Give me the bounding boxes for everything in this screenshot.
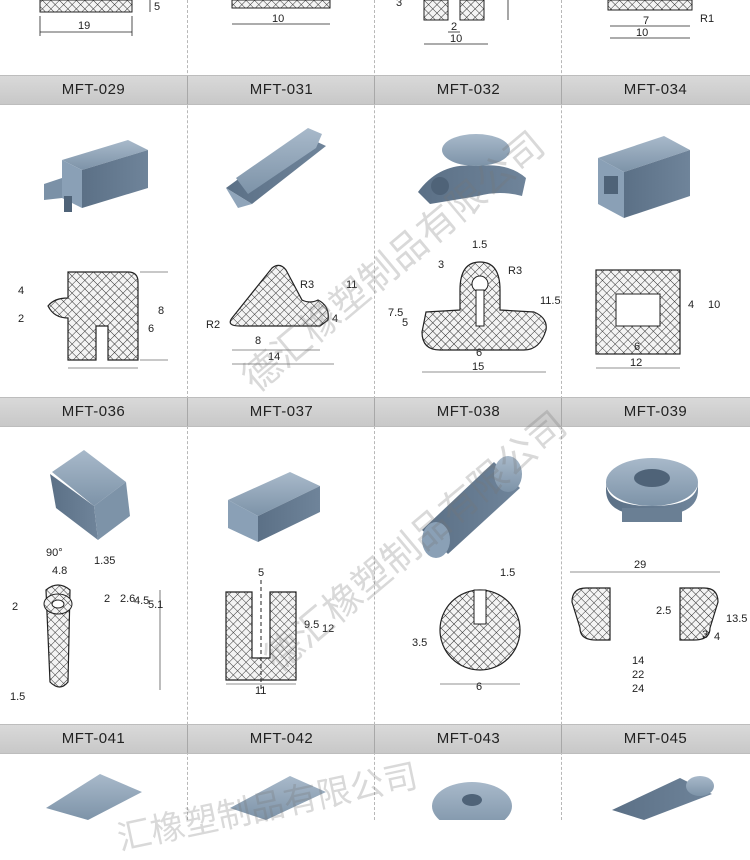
dim-3: 3 (396, 0, 402, 9)
dim-1-35: 1.35 (94, 555, 115, 567)
profile-mft037: 5 9.5 12 11 (225, 567, 334, 697)
label-band-row2: MFT-036 MFT-037 MFT-038 MFT-039 (0, 397, 750, 427)
top-drawing-2: 10 (231, 0, 331, 25)
dim-6b: 6 (476, 347, 482, 359)
dim-10: 10 (272, 13, 284, 25)
dim-4c: 4 (688, 299, 694, 311)
dim-11-5: 11.5 (540, 295, 561, 307)
dim-11: 11 (346, 279, 357, 291)
drawings: 19 5 10 2 10 3 7 10 R1 4 2 8 6 (10, 0, 747, 820)
dim-dia-24: 24 (632, 683, 644, 695)
label-band-row1: MFT-029 MFT-031 MFT-032 MFT-034 (0, 75, 750, 105)
label-mft043: MFT-043 (374, 725, 562, 753)
dim-10b: 10 (450, 33, 462, 45)
product-3d-mft038 (422, 456, 522, 558)
dim-dia-3: 3 (438, 259, 444, 271)
product-3d-mft036 (50, 450, 130, 540)
dim-4: 4 (18, 285, 24, 297)
top-drawing-3: 2 10 3 (396, 0, 509, 45)
label-mft029: MFT-029 (61, 81, 126, 98)
dim-r2: R2 (206, 319, 220, 331)
dim-6c: 6 (634, 341, 640, 353)
product-3d-mft039 (606, 458, 698, 522)
dim-4-5: 4.5 (134, 595, 149, 607)
label-mft032: MFT-032 (374, 76, 562, 104)
label-mft041: MFT-041 (61, 730, 126, 747)
label-mft037: MFT-037 (187, 398, 375, 426)
product-3d-mft041 (46, 774, 142, 820)
label-mft045: MFT-045 (561, 725, 749, 753)
dim-10d: 10 (708, 299, 720, 311)
product-3d-mft032 (418, 134, 526, 204)
product-3d-mft029 (44, 140, 148, 212)
dim-7-5: 7.5 (388, 307, 403, 319)
profile-mft031: R2 8 14 R3 11 4 (206, 264, 357, 365)
profile-mft036: 90° 4.8 1.35 2 2 2.6 4.5 5.1 1.5 (10, 547, 163, 703)
dim-12b: 12 (322, 623, 334, 635)
dim-7: 7 (643, 15, 649, 27)
dim-2-5: 2.5 (656, 605, 671, 617)
dim-15: 15 (472, 361, 484, 373)
dim-12: 12 (630, 357, 642, 369)
dim-3b: 3 (702, 629, 708, 641)
dim-4-8: 4.8 (52, 565, 67, 577)
product-3d-mft031 (226, 128, 326, 208)
dim-dia-6: 6 (476, 681, 482, 693)
profile-mft034: 4 10 6 12 (595, 269, 720, 369)
top-drawing-1: 19 5 (39, 0, 160, 36)
product-3d-mft037 (228, 472, 320, 542)
dim-9-5: 9.5 (304, 619, 319, 631)
dim-dia-29: 29 (634, 559, 646, 571)
product-3d-mft043 (432, 782, 512, 820)
dim-14: 14 (268, 351, 280, 363)
dim-2-6: 2.6 (120, 593, 135, 605)
dim-6: 6 (148, 323, 154, 335)
dim-19: 19 (78, 20, 90, 32)
dim-r3b: R3 (508, 265, 522, 277)
product-3d-mft042 (230, 776, 326, 820)
label-mft039: MFT-039 (561, 398, 749, 426)
top-drawing-4: 7 10 R1 (607, 0, 714, 39)
dim-dia-14: 14 (632, 655, 644, 667)
dim-1-5: 1.5 (472, 239, 487, 251)
profile-mft032: 1.5 3 R3 7.5 5 11.5 6 15 (388, 239, 561, 373)
label-mft042: MFT-042 (187, 725, 375, 753)
dim-2b: 2 (12, 601, 18, 613)
dim-r1: R1 (700, 13, 714, 25)
dim-8: 8 (158, 305, 164, 317)
profile-mft038: 1.5 3.5 6 (412, 567, 521, 693)
dim-5: 5 (154, 1, 160, 13)
dim-8b: 8 (255, 335, 261, 347)
dim-2: 2 (451, 21, 457, 33)
dim-dia-22: 22 (632, 669, 644, 681)
label-mft034: MFT-034 (561, 76, 749, 104)
dim-11b: 11 (255, 685, 266, 697)
label-mft031: MFT-031 (187, 76, 375, 104)
product-3d-mft034 (598, 136, 690, 218)
dim-90: 90° (46, 547, 63, 559)
dim-5c: 5 (258, 567, 264, 579)
dim-5b: 5 (402, 317, 408, 329)
dim-5-1: 5.1 (148, 599, 163, 611)
label-mft038: MFT-038 (374, 398, 562, 426)
dim-10c: 10 (636, 27, 648, 39)
label-mft036: MFT-036 (61, 403, 126, 420)
dim-4b: 4 (332, 313, 338, 325)
dim-4d: 4 (714, 631, 720, 643)
product-3d-mft045 (612, 776, 714, 820)
dim-1-5b: 1.5 (10, 691, 25, 703)
label-band-row3: MFT-041 MFT-042 MFT-043 MFT-045 (0, 724, 750, 754)
profile-mft039: 29 2.5 13.5 3 4 14 22 24 (570, 559, 747, 695)
dim-3-5: 3.5 (412, 637, 427, 649)
dim-2c: 2 (104, 593, 110, 605)
dim-1-5c: 1.5 (500, 567, 515, 579)
profile-mft029: 4 2 8 6 (18, 271, 168, 369)
dim-2: 2 (18, 313, 24, 325)
dim-r3: R3 (300, 279, 314, 291)
dim-13-5: 13.5 (726, 613, 747, 625)
